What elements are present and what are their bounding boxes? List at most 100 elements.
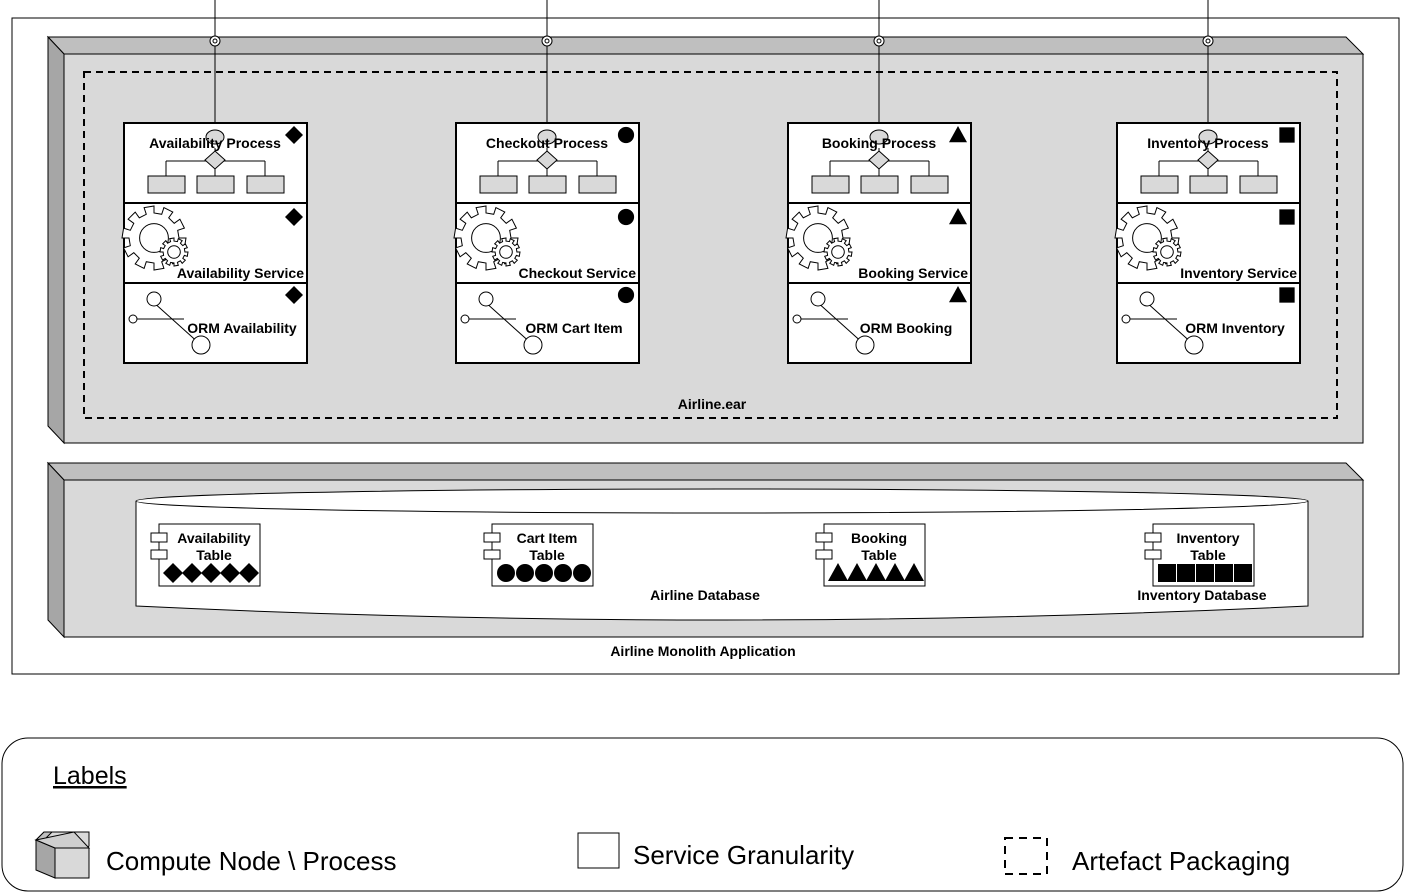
table-label-line2: Table (529, 547, 565, 563)
process-subtask-icon (147, 175, 186, 194)
process-subtask-icon (910, 175, 949, 194)
process-marker-triangle (949, 126, 967, 143)
table-marker-square (1158, 564, 1176, 582)
component-tab-icon (483, 532, 501, 543)
component-tab-icon (1144, 532, 1162, 543)
interface-socket (541, 35, 553, 47)
service-marker-circle (617, 208, 635, 226)
ear-artefact-package (83, 71, 1338, 419)
table-label-line1: Cart Item (517, 530, 578, 546)
table-marker-diamond (163, 563, 183, 583)
legend-title: Labels (53, 762, 127, 790)
component-tab-icon (815, 549, 833, 560)
table-marker-circle (554, 564, 572, 582)
orm-node-icon (1139, 291, 1155, 307)
table-marker-circle (535, 564, 553, 582)
table-label-line2: Table (1190, 547, 1226, 563)
compute-node-legend-icon (34, 831, 91, 879)
service-label: Booking Service (858, 265, 968, 281)
interface-socket-inner (1205, 38, 1211, 44)
service-marker-diamond (285, 208, 303, 226)
service-granularity-legend-label: Service Granularity (633, 840, 854, 870)
orm-link (1144, 300, 1195, 346)
process-gateway-icon (536, 150, 558, 170)
table-marker-square (1196, 564, 1214, 582)
process-subtask-icon (479, 175, 518, 194)
service-marker-square (1279, 209, 1295, 225)
component-tab-icon (483, 549, 501, 560)
orm-node-icon (810, 291, 826, 307)
table-marker-circle (573, 564, 591, 582)
process-start-icon (537, 129, 557, 145)
interface-socket-inner (876, 38, 882, 44)
process-marker-circle (617, 126, 635, 144)
process-subtask-icon (1140, 175, 1179, 194)
table-marker-triangle (866, 563, 886, 581)
table-marker-circle (516, 564, 534, 582)
application-label: Airline Monolith Application (610, 643, 795, 659)
orm-label: ORM Cart Item (525, 320, 622, 336)
orm-node-icon (792, 314, 802, 324)
orm-node-icon (191, 335, 211, 355)
process-label: Booking Process (822, 135, 937, 151)
orm-marker-circle (617, 286, 635, 304)
process-start-icon (869, 129, 889, 145)
process-subtask-icon (578, 175, 617, 194)
component-tab-icon (150, 549, 168, 560)
process-subtask-icon (811, 175, 850, 194)
table-marker-triangle (885, 563, 905, 581)
table-marker-triangle (847, 563, 867, 581)
table-label-line2: Table (196, 547, 232, 563)
table-marker-circle (497, 564, 515, 582)
artefact-packaging-legend-icon (1004, 837, 1048, 875)
orm-node-icon (146, 291, 162, 307)
service-label: Inventory Service (1180, 265, 1297, 281)
table-label-line2: Table (861, 547, 897, 563)
interface-socket (209, 35, 221, 47)
process-subtask-icon (1239, 175, 1278, 194)
orm-marker-square (1279, 287, 1295, 303)
process-subtask-icon (1189, 175, 1228, 194)
orm-link (151, 300, 202, 346)
gear-icon (491, 237, 521, 267)
inventory-database-label: Inventory Database (1137, 587, 1266, 603)
orm-marker-triangle (949, 286, 967, 303)
table-marker-diamond (220, 563, 240, 583)
legend: Labels Compute Node \ Process Service Gr… (1, 737, 1404, 892)
process-label: Checkout Process (486, 135, 608, 151)
compute-node-legend-label: Compute Node \ Process (106, 846, 396, 876)
process-label: Availability Process (149, 135, 281, 151)
gear-icon (1152, 237, 1182, 267)
gear-icon (823, 237, 853, 267)
interface-socket-inner (212, 38, 218, 44)
orm-label: ORM Booking (860, 320, 953, 336)
table-marker-triangle (828, 563, 848, 581)
service-granularity-legend-icon (577, 832, 620, 869)
component-tab-icon (1144, 549, 1162, 560)
process-subtask-icon (528, 175, 567, 194)
orm-marker-diamond (285, 286, 303, 304)
service-label: Availability Service (177, 265, 304, 281)
table-label-line1: Booking (851, 530, 907, 546)
airline-database-label: Airline Database (650, 587, 760, 603)
component-tab-icon (150, 532, 168, 543)
service-marker-triangle (949, 208, 967, 225)
process-marker-diamond (285, 126, 303, 144)
table-label-line1: Availability (177, 530, 251, 546)
process-marker-square (1279, 127, 1295, 143)
interface-socket (873, 35, 885, 47)
orm-node-icon (1121, 314, 1131, 324)
orm-node-icon (855, 335, 875, 355)
process-start-icon (205, 129, 225, 145)
table-marker-square (1234, 564, 1252, 582)
gear-icon (159, 237, 189, 267)
